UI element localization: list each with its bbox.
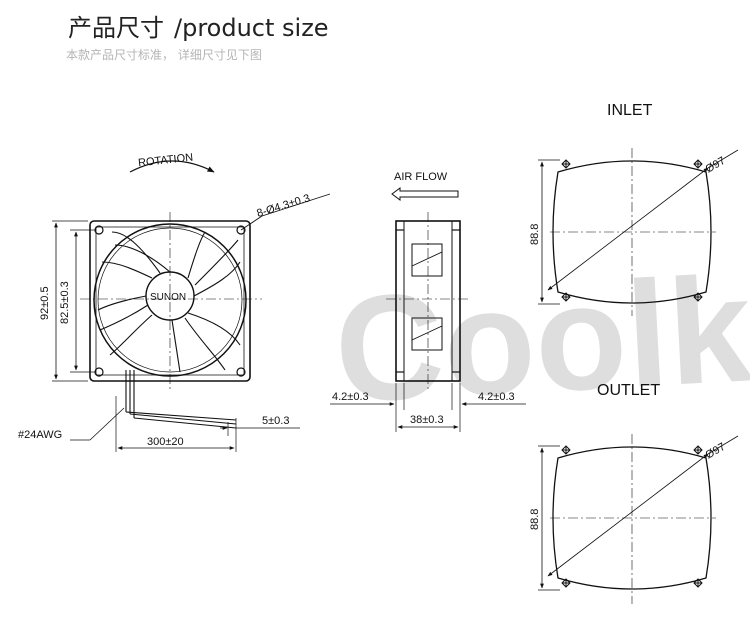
page-title: 产品尺寸/product size [68,8,329,43]
page-subtitle: 本款产品尺寸标准， 详细尺寸见下图 [66,48,262,62]
inlet-height: 88.8 [529,224,541,245]
inlet-label: INLET [607,102,653,119]
outer-dimension: 92±0.5 [39,286,51,320]
fan-wires [125,370,237,429]
side-right-dimension: 4.2±0.3 [478,391,515,403]
side-depth-dimension: 38±0.3 [410,414,444,426]
brand-label: SUNON [150,292,186,303]
outlet-view [538,434,739,604]
side-view [330,187,526,432]
side-left-dimension: 4.2±0.3 [332,391,369,403]
title-en: /product size [174,14,329,42]
airflow-label: AIR FLOW [394,171,448,183]
wire-length-label: 300±20 [147,436,184,448]
hole-label: 8-Ø4.3±0.3 [255,192,311,220]
wire-gauge-label: #24AWG [18,429,62,441]
outlet-diameter: Ø97 [704,441,728,462]
rotation-arrow [129,160,215,173]
outlet-label: OUTLET [597,382,660,399]
inlet-diameter: Ø97 [704,155,728,176]
title-cn: 产品尺寸 [68,14,164,42]
strip-length-label: 5±0.3 [262,415,289,427]
inlet-view [538,148,739,316]
hole-pitch-dimension: 82.5±0.3 [59,281,71,324]
front-view [52,160,331,452]
rotation-label: ROTATION [138,152,194,170]
outlet-height: 88.8 [529,509,541,530]
fan-blades [97,231,241,373]
airflow-arrow [391,187,459,201]
